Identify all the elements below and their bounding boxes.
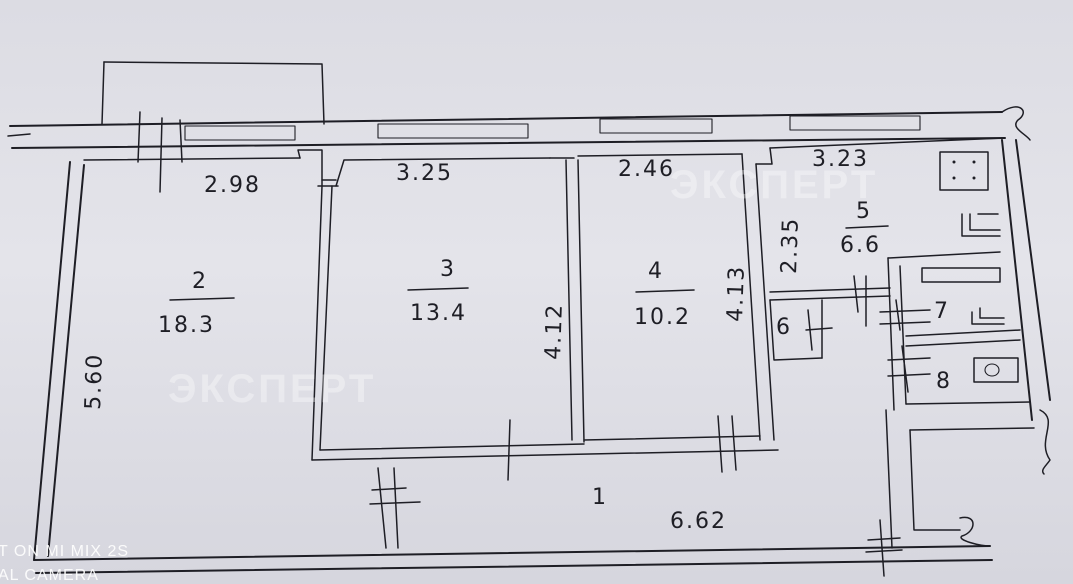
window xyxy=(184,125,296,141)
dim-room-2-width: 2.98 xyxy=(204,173,261,198)
dim-room-5-width: 3.23 xyxy=(812,147,869,172)
room-4-number: 4 xyxy=(648,259,664,284)
room-2-area: 18.3 xyxy=(158,313,215,338)
kitchen-walls xyxy=(755,137,1005,327)
room-2-number: 2 xyxy=(192,269,208,294)
balcony xyxy=(101,61,325,125)
room-5-fraction-line xyxy=(845,225,889,229)
toilet-icon xyxy=(973,357,1019,383)
room-4-walls xyxy=(577,153,775,441)
dim-hall-length: 6.62 xyxy=(670,509,727,534)
bottom-exterior-wall xyxy=(33,519,993,577)
room-1-number: 1 xyxy=(592,485,608,510)
dim-room-3-width: 3.25 xyxy=(396,161,453,186)
dim-room-3-depth: 4.12 xyxy=(541,302,568,360)
window xyxy=(789,115,921,131)
window xyxy=(599,118,713,134)
room-3-fraction-line xyxy=(407,287,469,291)
dim-room-5-depth: 2.35 xyxy=(777,216,804,274)
dim-room-2-depth: 5.60 xyxy=(81,352,108,410)
camera-stamp-line-2: AL CAMERA xyxy=(0,567,99,584)
room-2-fraction-line xyxy=(169,297,235,301)
room-4-area: 10.2 xyxy=(634,305,691,330)
room-6-number: 6 xyxy=(776,315,792,340)
wall-room-3-4 xyxy=(549,157,585,443)
corridor-wall xyxy=(311,415,779,549)
watermark: ЭКСПЕРТ xyxy=(670,163,878,207)
dim-room-4-width: 2.46 xyxy=(618,157,675,182)
camera-stamp-line-1: T ON MI MIX 2S xyxy=(0,543,129,560)
dim-room-4-depth: 4.13 xyxy=(723,264,750,322)
bathtub-icon xyxy=(921,267,1001,283)
left-exterior-wall xyxy=(33,161,85,561)
room-2-top-wall xyxy=(83,157,301,161)
bathroom-block xyxy=(879,251,1031,411)
top-exterior-wall xyxy=(7,106,1031,193)
right-exterior-wall xyxy=(1001,139,1051,421)
room-5-area: 6.6 xyxy=(840,233,881,258)
room-4-fraction-line xyxy=(635,289,695,293)
stove-icon xyxy=(939,151,989,191)
room-3-walls xyxy=(297,149,551,461)
room-3-number: 3 xyxy=(440,257,456,282)
room-6-walls xyxy=(769,299,833,361)
window xyxy=(377,123,529,139)
room-5-number: 5 xyxy=(856,199,872,224)
room-7-number: 7 xyxy=(934,299,950,324)
watermark: ЭКСПЕРТ xyxy=(168,367,376,411)
entry-area xyxy=(885,409,1051,549)
room-3-area: 13.4 xyxy=(410,301,467,326)
room-8-number: 8 xyxy=(936,369,952,394)
